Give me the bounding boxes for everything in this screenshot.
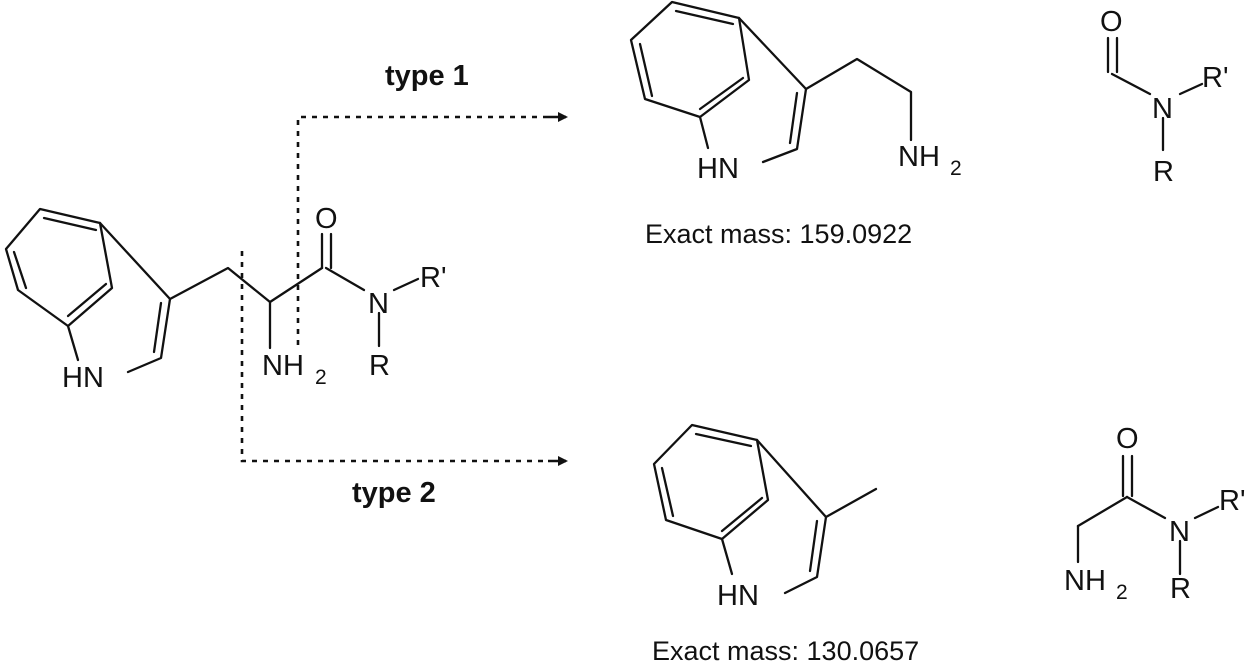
- type1-r-label: R: [1153, 156, 1174, 188]
- type2-r-label: R: [1170, 573, 1191, 605]
- type2-cleavage-line: [240, 251, 548, 463]
- parent-nh2-label: NH: [262, 350, 304, 382]
- parent-rprime-label: R': [420, 262, 446, 294]
- type1-rprime-label: R': [1202, 62, 1228, 94]
- type2-indole-fragment: HN Exact mass: 130.0657: [652, 423, 919, 661]
- parent-r-label: R: [369, 350, 390, 382]
- type2-o-label: O: [1116, 423, 1139, 455]
- parent-o-label: O: [315, 203, 338, 235]
- type2-nh-label: HN: [717, 580, 759, 612]
- type2-glycinamide-fragment: O N R' R NH 2: [1064, 423, 1245, 605]
- type1-n-label: N: [1152, 93, 1173, 125]
- type1-nh-label: HN: [697, 153, 739, 185]
- type1-nh2-label: NH: [898, 141, 940, 173]
- type2-exact-mass: Exact mass: 130.0657: [652, 636, 919, 661]
- type2-label: type 2: [352, 477, 436, 509]
- parent-nh-label: HN: [62, 362, 104, 394]
- type2-nh2-subscript: 2: [1116, 581, 1128, 604]
- cleavage-paths: type 1 type 2: [240, 60, 568, 509]
- parent-molecule: HN NH 2 O N R R': [4, 203, 446, 394]
- type1-amide-fragment: O N R' R: [1100, 6, 1228, 188]
- type1-o-label: O: [1100, 6, 1123, 38]
- type2-nh2-label: NH: [1064, 565, 1106, 597]
- parent-nh2-subscript: 2: [315, 366, 327, 389]
- type1-label: type 1: [385, 60, 469, 92]
- type1-indole-fragment: HN NH 2 Exact mass: 159.0922: [629, 0, 962, 249]
- type1-exact-mass: Exact mass: 159.0922: [645, 219, 912, 249]
- type2-rprime-label: R': [1219, 485, 1245, 517]
- parent-n-label: N: [368, 288, 389, 320]
- type1-nh2-subscript: 2: [950, 157, 962, 180]
- type2-n-label: N: [1169, 516, 1190, 548]
